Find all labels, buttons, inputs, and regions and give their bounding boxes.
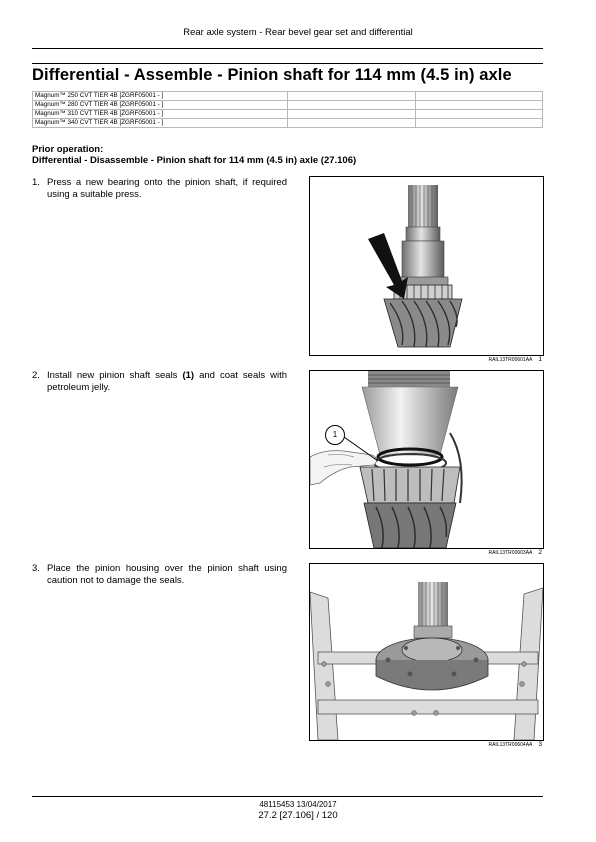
table-row: Magnum™ 280 CVT TIER 4B [ZGRF05001 - ] xyxy=(32,100,543,110)
footer-rule xyxy=(32,796,543,797)
header-rule xyxy=(32,48,543,49)
step-text: Install new pinion shaft seals (1) and c… xyxy=(47,370,287,393)
model-cell: Magnum™ 280 CVT TIER 4B [ZGRF05001 - ] xyxy=(32,100,288,110)
step-number: 1. xyxy=(32,177,40,188)
figure-1-pinion-shaft-photo xyxy=(309,176,544,356)
model-table: Magnum™ 250 CVT TIER 4B [ZGRF05001 - ] M… xyxy=(32,91,543,128)
running-header: Rear axle system - Rear bevel gear set a… xyxy=(183,27,413,38)
figure-2-pinion-seals-photo: 1 xyxy=(309,370,544,549)
model-cell: Magnum™ 340 CVT TIER 4B [ZGRF05001 - ] xyxy=(32,118,288,128)
table-row: Magnum™ 310 CVT TIER 4B [ZGRF05001 - ] xyxy=(32,109,543,119)
prior-operation-reference: Differential - Disassemble - Pinion shaf… xyxy=(32,155,357,166)
footer-page-number: 27.2 [27.106] / 120 xyxy=(258,810,338,821)
footer-document-id: 48115453 13/04/2017 xyxy=(259,800,337,809)
callout-label: 1 xyxy=(332,430,338,439)
figure-3-pinion-housing-photo xyxy=(309,563,544,741)
prior-operation-label: Prior operation: xyxy=(32,144,104,155)
step-1: 1. Press a new bearing onto the pinion s… xyxy=(32,177,287,201)
model-cell: Magnum™ 310 CVT TIER 4B [ZGRF05001 - ] xyxy=(32,109,288,119)
page-title: Differential - Assemble - Pinion shaft f… xyxy=(32,66,512,84)
step-3: 3. Place the pinion housing over the pin… xyxy=(32,563,287,587)
model-cell: Magnum™ 250 CVT TIER 4B [ZGRF05001 - ] xyxy=(32,91,288,101)
table-row: Magnum™ 250 CVT TIER 4B [ZGRF05001 - ] xyxy=(32,91,543,101)
callout-bubble-1 xyxy=(325,425,345,445)
step-text: Place the pinion housing over the pinion… xyxy=(47,563,287,586)
title-rule xyxy=(32,63,543,64)
step-2: 2. Install new pinion shaft seals (1) an… xyxy=(32,370,287,394)
step-number: 2. xyxy=(32,370,40,381)
step-text: Press a new bearing onto the pinion shaf… xyxy=(47,177,287,200)
step-number: 3. xyxy=(32,563,40,574)
table-row: Magnum™ 340 CVT TIER 4B [ZGRF05001 - ] xyxy=(32,118,543,128)
